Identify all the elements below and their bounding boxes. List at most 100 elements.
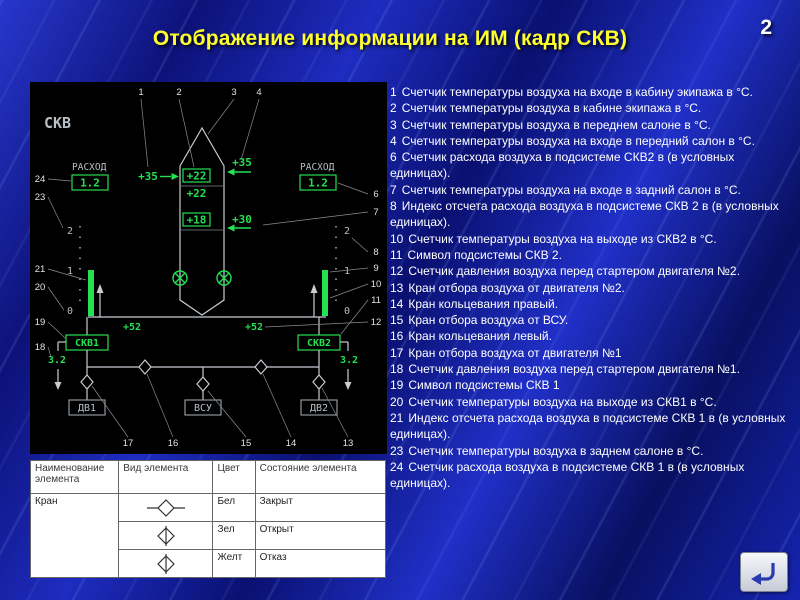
inflow-arrowhead-right-bottom — [227, 224, 235, 232]
fan-icon — [216, 270, 232, 286]
callout-number: 20 — [35, 282, 46, 293]
flow-bar-left — [88, 270, 94, 316]
legend-table-grid: Наименование элемента Вид элемента Цвет … — [29, 460, 387, 578]
air-manifold: +52 +52 — [88, 284, 326, 333]
bleed-value-right: 3.2 — [340, 355, 358, 366]
return-button[interactable] — [740, 552, 788, 592]
eng2-box — [300, 399, 338, 416]
flow-bar-right — [322, 270, 328, 316]
temp-rear-salon-box — [182, 212, 211, 227]
scale-tick: 0 — [344, 306, 350, 317]
scale-tick: 2 — [344, 226, 350, 237]
bleed-system: 3.2 3.2 ДВ1 ВСУ ДВ2 — [48, 341, 358, 416]
scale-tick: 0 — [67, 306, 73, 317]
bleed-value-left: 3.2 — [48, 355, 66, 366]
temp-rear-inlet: +30 — [232, 213, 252, 226]
color-cell: Зел — [212, 521, 256, 550]
skv-subsystems: СКВ1 СКВ2 — [65, 317, 341, 367]
temp-front-inlet: +35 — [232, 156, 252, 169]
skv-display-panel: СКВ РАСХОД 1.2 2 1 0 РАСХОД 1.2 2 1 0 — [30, 82, 387, 454]
outflow-arrowhead-right — [344, 382, 352, 390]
callout-number: 11 — [371, 295, 381, 306]
callout-number: 12 — [371, 317, 382, 328]
eng2-label: ДВ2 — [310, 403, 328, 414]
flow-left-value-box — [71, 174, 109, 191]
callout-number: 18 — [35, 342, 46, 353]
apu-label: ВСУ — [194, 403, 212, 414]
return-arrow-icon — [751, 563, 775, 585]
flow-indicator-left: РАСХОД 1.2 2 1 0 — [67, 162, 109, 317]
state-cell: Открыт — [254, 521, 387, 550]
fuselage-outline — [179, 126, 225, 316]
slide-title: Отображение информации на ИМ (кадр СКВ) — [152, 27, 628, 50]
inflow-arrowhead-left — [171, 173, 179, 180]
state-cell: Отказ — [254, 549, 387, 578]
col-header-element-name: Наименование элемента — [29, 460, 120, 494]
flow-right-value-box — [299, 174, 337, 191]
scale-tick: 2 — [67, 226, 73, 237]
temp-crew-inlet: +35 — [138, 170, 158, 183]
scale-tick: 1 — [344, 266, 350, 277]
callout-number: 23 — [35, 192, 46, 203]
pressure-left: +52 — [123, 322, 141, 333]
pressure-right: +52 — [245, 322, 263, 333]
valve-open-icon — [118, 521, 214, 550]
col-header-color: Цвет — [212, 460, 256, 494]
callout-number: 8 — [373, 247, 378, 258]
temp-crew-cabin: +22 — [187, 170, 207, 183]
fan-blade — [218, 272, 230, 284]
callout-number: 24 — [35, 174, 46, 185]
color-cell: Бел — [212, 493, 256, 522]
fan-symbols — [172, 270, 232, 286]
outflow-arrowhead-left — [54, 382, 62, 390]
color-cell: Желт — [212, 549, 256, 578]
temperature-readouts: +35 +22 +22 +35 +18 +30 — [138, 156, 252, 232]
element-name-cell: Кран — [29, 493, 120, 578]
callouts: 1 2 3 4 6 7 8 9 10 11 12 24 23 21 — [35, 87, 382, 449]
skv-label: СКВ — [44, 114, 71, 132]
callout-number: 10 — [371, 279, 382, 290]
skv1-label: СКВ1 — [75, 338, 99, 349]
callout-number: 3 — [231, 87, 236, 98]
callout-number: 21 — [35, 264, 46, 275]
legend-table: Наименование элемента Вид элемента Цвет … — [29, 460, 387, 578]
callout-number: 1 — [138, 87, 143, 98]
callout-number: 2 — [176, 87, 181, 98]
eng1-bleed-valve-icon — [80, 374, 94, 390]
skv2-label: СКВ2 — [307, 338, 331, 349]
callout-number: 17 — [123, 438, 134, 449]
callout-number: 15 — [241, 438, 252, 449]
state-cell: Закрыт — [254, 493, 387, 522]
apu-bleed-valve-icon — [196, 376, 210, 392]
col-header-state: Состояние элемента — [254, 460, 387, 494]
callout-number: 16 — [168, 438, 179, 449]
skv-mimic-diagram: СКВ РАСХОД 1.2 2 1 0 РАСХОД 1.2 2 1 0 — [35, 87, 382, 449]
fan-blade — [174, 272, 186, 284]
callout-number: 7 — [373, 207, 378, 218]
callout-number: 6 — [373, 189, 378, 200]
eng2-bleed-valve-icon — [312, 374, 326, 390]
valve-failed-icon — [118, 549, 214, 578]
temp-rear-salon: +18 — [187, 214, 207, 227]
col-header-element-view: Вид элемента — [118, 460, 214, 494]
